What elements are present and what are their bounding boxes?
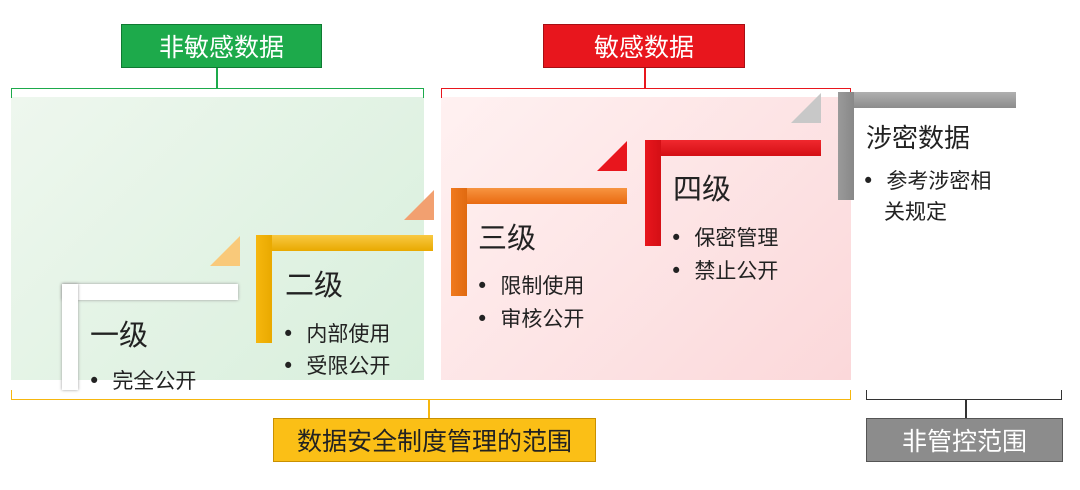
scope-bracket — [11, 390, 851, 400]
level-2-title: 二级 — [285, 268, 344, 302]
level-4-item-2: 禁止公开 — [670, 255, 778, 285]
classified-title: 涉密数据 — [866, 124, 971, 154]
level-4-item-1: 保密管理 — [670, 222, 778, 252]
non-sensitive-data-label: 非敏感数据 — [121, 24, 322, 68]
level-1-title: 一级 — [90, 318, 149, 352]
classified-item-2: 关规定 — [884, 200, 947, 224]
level-4-corner-triangle — [597, 141, 627, 171]
level-4-title: 四级 — [673, 172, 732, 206]
level-2-corner-triangle — [210, 236, 240, 266]
uncontrolled-bracket-tick — [965, 400, 967, 418]
scope-bracket-tick — [428, 400, 430, 418]
level-1-item: 完全公开 — [88, 365, 196, 395]
uncontrolled-label: 非管控范围 — [866, 418, 1063, 462]
level-2-item-1: 内部使用 — [282, 318, 390, 348]
classified-item-1: 参考涉密相 — [862, 165, 991, 195]
level-3-item-2: 审核公开 — [476, 303, 584, 333]
green-bracket — [11, 88, 424, 98]
level-3-title: 三级 — [478, 221, 537, 255]
scope-label: 数据安全制度管理的范围 — [273, 418, 596, 462]
green-bracket-tick — [216, 68, 218, 88]
uncontrolled-bracket — [866, 390, 1062, 400]
sensitive-data-label: 敏感数据 — [543, 24, 745, 68]
classified-corner-triangle — [791, 93, 821, 123]
red-bracket — [441, 88, 851, 98]
red-bracket-tick — [644, 68, 646, 88]
level-3-item-1: 限制使用 — [476, 270, 584, 300]
level-3-corner-triangle — [404, 190, 434, 220]
level-2-item-2: 受限公开 — [282, 350, 390, 380]
